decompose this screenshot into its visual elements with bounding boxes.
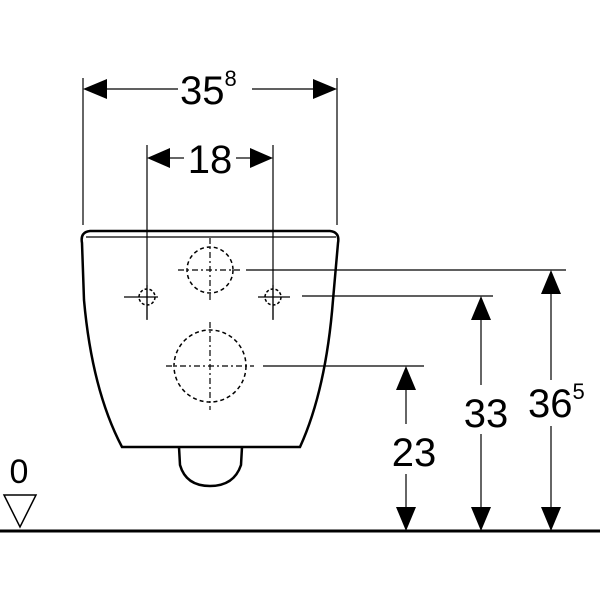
right-mounting-hole (258, 285, 290, 319)
lower-height-label: 23 (392, 431, 437, 475)
spacing-dimension-label: 18 (188, 138, 233, 182)
drain-hole (166, 322, 254, 410)
middle-height-label: 33 (464, 392, 509, 436)
floor-level-marker (2, 494, 38, 529)
lower-height-dimension (396, 366, 416, 531)
upper-height-dimension (541, 270, 561, 531)
floor-level-label: 0 (10, 453, 29, 491)
middle-height-dimension (471, 296, 491, 531)
upper-height-label: 365 (528, 379, 585, 426)
width-dimension-label: 358 (180, 66, 237, 113)
drain-spout (177, 446, 244, 488)
toilet-bowl-outline (80, 229, 340, 449)
spacing-dimension-line (147, 148, 273, 168)
supply-hole (178, 238, 242, 302)
left-mounting-hole (124, 285, 158, 319)
width-dimension-line (83, 79, 337, 99)
